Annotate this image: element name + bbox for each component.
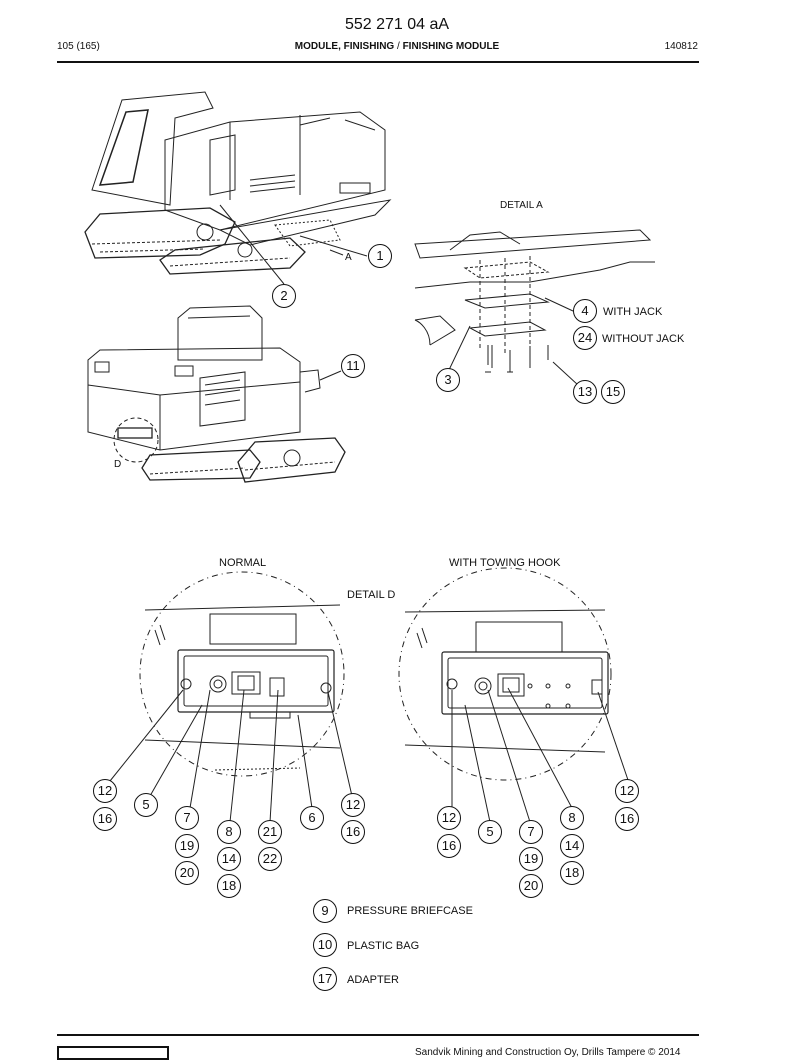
legend-text-pressure-briefcase: PRESSURE BRIEFCASE: [347, 905, 473, 917]
callout-towing-18: 18: [560, 861, 584, 885]
detail-a-label: DETAIL A: [500, 200, 543, 211]
callout-normal-16: 16: [93, 807, 117, 831]
footer-rule: [57, 1034, 699, 1036]
document-date: 140812: [664, 41, 698, 52]
legend-number-9: 9: [313, 899, 337, 923]
header-rule: [57, 61, 699, 63]
callout-normal-22: 22: [258, 847, 282, 871]
title-separator: /: [394, 41, 403, 52]
callout-normal-12: 12: [93, 779, 117, 803]
legend-text-adapter: ADAPTER: [347, 974, 399, 986]
callout-normal-19: 19: [175, 834, 199, 858]
callout-towing-16: 16: [437, 834, 461, 858]
callout-normal-14: 14: [217, 847, 241, 871]
callout-towing-16b: 16: [615, 807, 639, 831]
detail-d-normal-drawing: [139, 571, 345, 777]
legend-number-10: 10: [313, 933, 337, 957]
callout-normal-7: 7: [175, 806, 199, 830]
page-number: 105 (165): [57, 41, 100, 52]
document-number: 552 271 04 aA: [344, 16, 450, 33]
callout-normal-20: 20: [175, 861, 199, 885]
page-title: MODULE, FINISHING / FINISHING MODULE: [0, 41, 794, 52]
callout-1: 1: [368, 244, 392, 268]
callout-normal-8: 8: [217, 820, 241, 844]
normal-label: NORMAL: [219, 557, 267, 569]
callout-3: 3: [436, 368, 460, 392]
leader-line-11: [319, 370, 342, 381]
callout-normal-12b: 12: [341, 793, 365, 817]
callout-normal-5: 5: [134, 793, 158, 817]
callout-2: 2: [272, 284, 296, 308]
without-jack-label: WITHOUT JACK: [602, 333, 685, 345]
leader-lines-towing: [451, 687, 629, 823]
callout-24: 24: [573, 326, 597, 350]
callout-towing-8: 8: [560, 806, 584, 830]
view-d-marker: D: [114, 459, 122, 470]
callout-15: 15: [601, 380, 625, 404]
callout-normal-18: 18: [217, 874, 241, 898]
title-suffix: FINISHING MODULE: [402, 41, 500, 52]
legend-number-17: 17: [313, 967, 337, 991]
callout-13: 13: [573, 380, 597, 404]
callout-towing-20: 20: [519, 874, 543, 898]
callout-normal-6: 6: [300, 806, 324, 830]
company-logo: [57, 1046, 169, 1060]
drill-rig-rear-view: [84, 91, 392, 275]
drill-rig-front-view: [87, 305, 346, 483]
callout-towing-19: 19: [519, 847, 543, 871]
callout-towing-12b: 12: [615, 779, 639, 803]
callout-normal-16b: 16: [341, 820, 365, 844]
title-prefix: MODULE, FINISHING: [294, 41, 395, 52]
detail-d-label: DETAIL D: [347, 589, 396, 601]
callout-towing-5: 5: [478, 820, 502, 844]
leader-lines-detail-a: [447, 297, 579, 386]
callout-4: 4: [573, 299, 597, 323]
legend-text-plastic-bag: PLASTIC BAG: [347, 940, 420, 952]
callout-towing-7: 7: [519, 820, 543, 844]
with-towing-hook-label: WITH TOWING HOOK: [449, 557, 561, 569]
view-a-marker: A: [345, 252, 352, 263]
callout-11: 11: [341, 354, 365, 378]
callout-normal-21: 21: [258, 820, 282, 844]
leader-lines-rig-1: [219, 204, 368, 285]
leader-lines-normal: [109, 689, 353, 823]
callout-towing-14: 14: [560, 834, 584, 858]
callout-towing-12: 12: [437, 806, 461, 830]
detail-d-towing-hook-drawing: [398, 567, 612, 781]
with-jack-label: WITH JACK: [603, 306, 663, 318]
detail-a-drawing: [414, 229, 655, 373]
